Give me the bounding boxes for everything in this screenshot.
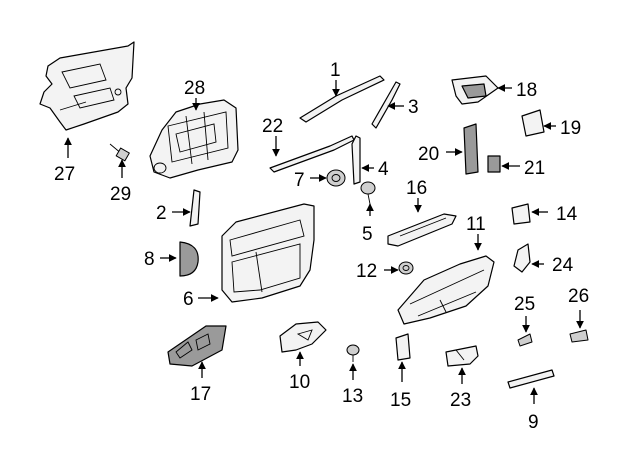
callout-22: 22 xyxy=(262,116,283,137)
callout-1: 1 xyxy=(330,60,341,81)
part-9-sill-strip xyxy=(507,369,555,389)
callout-12: 12 xyxy=(356,261,377,282)
callout-15: 15 xyxy=(390,390,411,411)
part-2-corner-trim xyxy=(189,189,201,227)
callout-11: 11 xyxy=(466,214,486,235)
part-26-bulb xyxy=(569,329,589,343)
callout-13: 13 xyxy=(342,386,363,407)
part-18-door-pull xyxy=(451,75,499,105)
leader-lines xyxy=(64,80,584,404)
part-3-weatherstrip xyxy=(371,81,401,129)
callout-8: 8 xyxy=(144,249,155,270)
part-21-switch xyxy=(487,155,501,173)
part-29-bolt xyxy=(109,143,130,162)
callout-24: 24 xyxy=(552,255,574,276)
part-23-support xyxy=(445,345,479,367)
part-16-grab-strip xyxy=(387,213,457,247)
part-15-bracket xyxy=(395,333,411,361)
callout-19: 19 xyxy=(560,118,581,139)
part-1-window-channel xyxy=(299,75,385,123)
part-22-belt-molding xyxy=(269,135,355,173)
callout-16: 16 xyxy=(406,178,427,199)
callout-14: 14 xyxy=(556,204,578,225)
part-17-switch-bezel xyxy=(167,325,227,367)
callout-9: 9 xyxy=(528,412,539,433)
callout-2: 2 xyxy=(156,203,167,224)
callout-6: 6 xyxy=(183,289,194,310)
part-13-screw xyxy=(346,344,360,362)
callout-7: 7 xyxy=(294,170,305,191)
callout-10: 10 xyxy=(289,372,310,393)
part-4-trim-strip xyxy=(351,135,361,185)
callout-4: 4 xyxy=(378,159,389,180)
part-8-mirror-cover xyxy=(179,241,199,277)
callout-25: 25 xyxy=(514,294,535,315)
part-27-insulation-panel xyxy=(39,41,135,131)
part-25-bulb xyxy=(517,333,533,347)
callout-29: 29 xyxy=(110,184,131,205)
callout-5: 5 xyxy=(362,224,373,245)
callout-26: 26 xyxy=(568,286,589,307)
callout-18: 18 xyxy=(516,80,537,101)
part-12-clip xyxy=(398,261,414,275)
callout-23: 23 xyxy=(450,390,471,411)
part-20-window-switch xyxy=(463,123,479,175)
callout-21: 21 xyxy=(524,158,545,179)
part-28-door-carrier xyxy=(149,99,239,179)
callout-labels: 27 29 28 2 8 6 17 10 1 22 3 4 7 5 16 12 … xyxy=(54,60,589,433)
callout-17: 17 xyxy=(190,384,211,405)
part-10-door-handle xyxy=(279,321,327,353)
part-7-clip xyxy=(326,169,346,187)
part-24-bracket xyxy=(513,243,531,273)
callout-20: 20 xyxy=(418,144,439,165)
part-19-bracket xyxy=(521,109,545,137)
part-11-armrest-panel xyxy=(397,255,495,325)
callout-27: 27 xyxy=(54,164,75,185)
part-6-door-panel xyxy=(221,203,315,303)
callout-28: 28 xyxy=(184,78,205,99)
part-5-fastener xyxy=(360,181,376,205)
part-14-mount xyxy=(511,203,531,225)
callout-3: 3 xyxy=(408,97,419,118)
